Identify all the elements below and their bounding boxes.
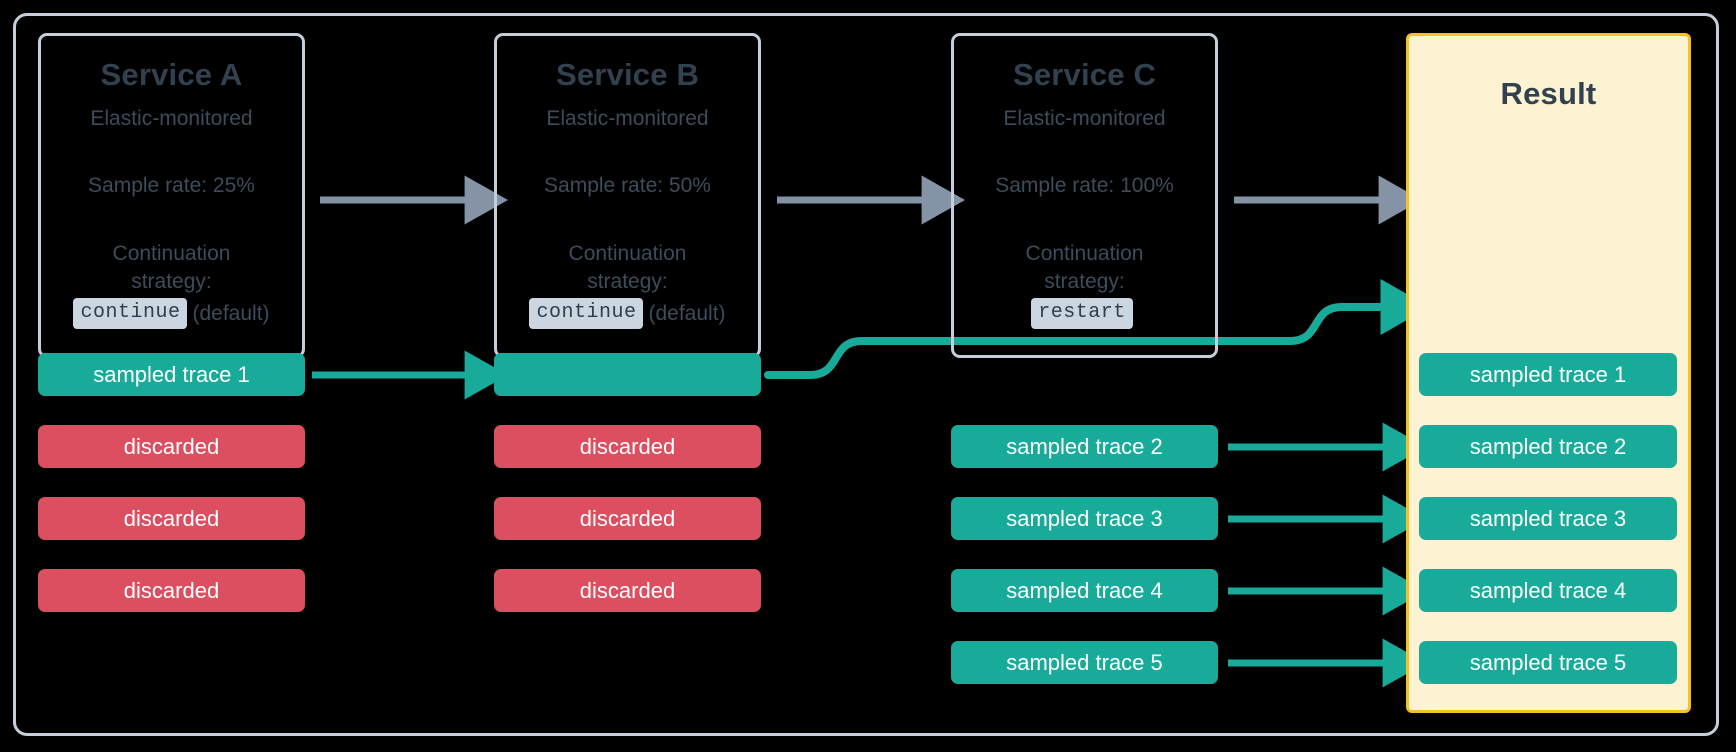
trace-pill-result-1: sampled trace 2 bbox=[1419, 425, 1677, 468]
service-a-strategy-label: Continuation strategy: bbox=[51, 240, 292, 296]
service-card-a: Service A Elastic-monitored Sample rate:… bbox=[38, 33, 305, 358]
service-a-strategy-chip: continue bbox=[73, 298, 188, 330]
trace-pill-c-2: sampled trace 4 bbox=[951, 569, 1218, 612]
teal-result-arrows bbox=[1228, 422, 1426, 688]
service-c-strategy-chip: restart bbox=[1031, 298, 1133, 330]
service-a-strategy-value-row: continue(default) bbox=[51, 298, 292, 330]
service-c-strategy-label: Continuation strategy: bbox=[964, 240, 1205, 296]
service-c-strategy-label-line1: Continuation bbox=[1025, 241, 1144, 265]
service-card-c: Service C Elastic-monitored Sample rate:… bbox=[951, 33, 1218, 358]
service-b-strategy-chip: continue bbox=[529, 298, 644, 330]
trace-pill-c-0: sampled trace 2 bbox=[951, 425, 1218, 468]
service-b-subtitle: Elastic-monitored bbox=[546, 107, 709, 131]
service-c-title: Service C bbox=[1012, 57, 1157, 92]
service-b-strategy-label: Continuation strategy: bbox=[507, 240, 748, 296]
service-b-sample-rate: Sample rate: 50% bbox=[544, 174, 711, 198]
trace-pill-a-1: discarded bbox=[38, 425, 305, 468]
service-b-title: Service B bbox=[555, 57, 700, 92]
trace-pill-a-3: discarded bbox=[38, 569, 305, 612]
trace-pill-c-3: sampled trace 5 bbox=[951, 641, 1218, 684]
service-c-subtitle: Elastic-monitored bbox=[1003, 107, 1166, 131]
trace-pill-b-1: discarded bbox=[494, 425, 761, 468]
trace-pill-c-1: sampled trace 3 bbox=[951, 497, 1218, 540]
service-a-subtitle: Elastic-monitored bbox=[90, 107, 253, 131]
service-c-strategy-value-row: restart bbox=[964, 298, 1205, 330]
trace-pill-a-2: discarded bbox=[38, 497, 305, 540]
service-b-strategy-label-line1: Continuation bbox=[568, 241, 687, 265]
service-a-sample-rate: Sample rate: 25% bbox=[88, 174, 255, 198]
trace-pill-b-0 bbox=[494, 353, 761, 396]
service-b-strategy-note: (default) bbox=[648, 302, 726, 326]
trace-pill-result-2: sampled trace 3 bbox=[1419, 497, 1677, 540]
service-a-strategy-note: (default) bbox=[192, 302, 270, 326]
trace-pill-result-3: sampled trace 4 bbox=[1419, 569, 1677, 612]
result-title: Result bbox=[1500, 76, 1597, 111]
service-a-strategy-label-line1: Continuation bbox=[112, 241, 231, 265]
service-a-title: Service A bbox=[100, 57, 243, 92]
trace-pill-b-3: discarded bbox=[494, 569, 761, 612]
service-c-sample-rate: Sample rate: 100% bbox=[995, 174, 1174, 198]
service-b-strategy-label-line2: strategy: bbox=[587, 269, 668, 293]
trace-pill-result-4: sampled trace 5 bbox=[1419, 641, 1677, 684]
service-b-strategy-value-row: continue(default) bbox=[507, 298, 748, 330]
trace-pill-result-0: sampled trace 1 bbox=[1419, 353, 1677, 396]
trace-pill-b-2: discarded bbox=[494, 497, 761, 540]
service-card-b: Service B Elastic-monitored Sample rate:… bbox=[494, 33, 761, 358]
service-a-strategy-label-line2: strategy: bbox=[131, 269, 212, 293]
trace-pill-a-0: sampled trace 1 bbox=[38, 353, 305, 396]
service-c-strategy-label-line2: strategy: bbox=[1044, 269, 1125, 293]
